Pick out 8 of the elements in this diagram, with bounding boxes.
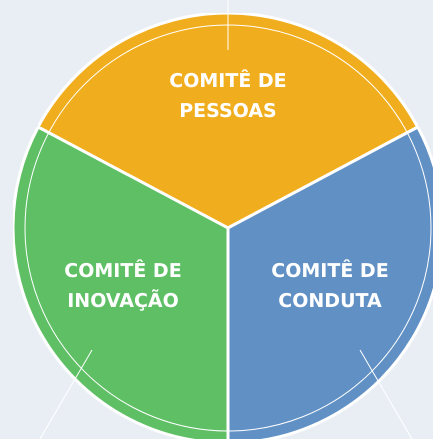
segment-title: COMITÊ DE INOVAÇÃO [63,258,183,314]
pie-segment [13,127,228,439]
leader-line [40,350,92,439]
segment-title: COMITÊ DE CONDUTA [270,258,390,314]
pie-segment [38,13,418,228]
pie-segment [228,127,433,439]
segment-title: COMITÊ DE PESSOAS [168,68,288,124]
leader-line [360,350,412,439]
